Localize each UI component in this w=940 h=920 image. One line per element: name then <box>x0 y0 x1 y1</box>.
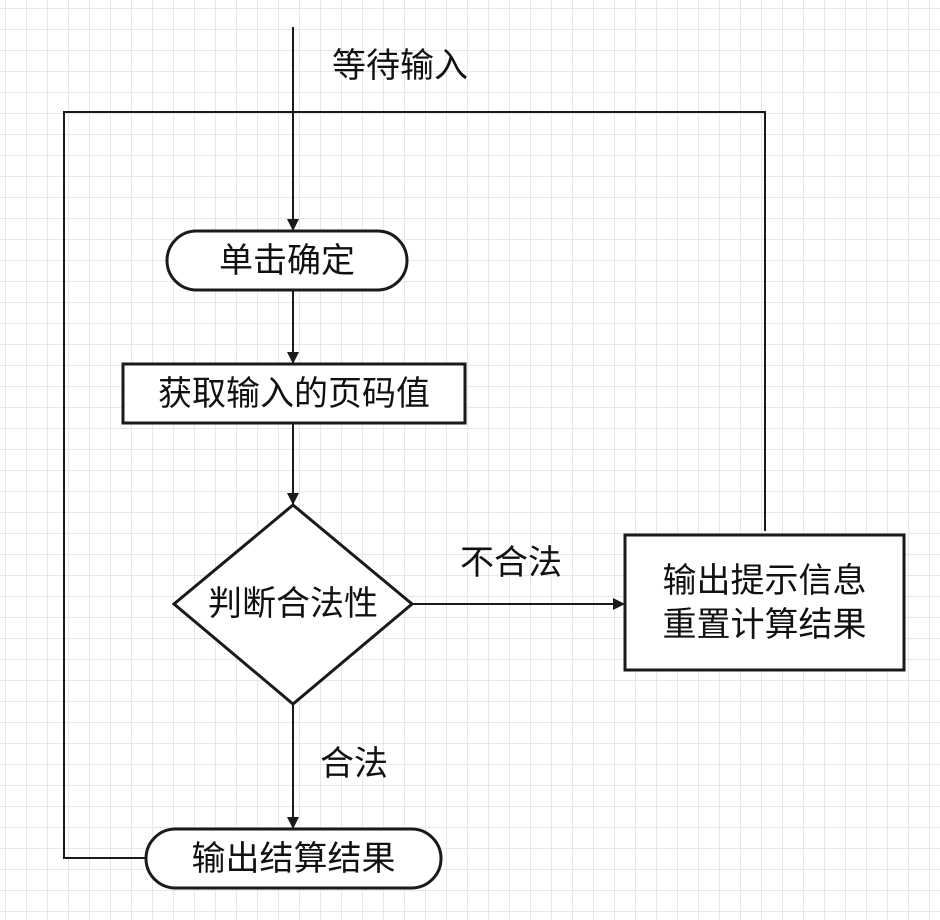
edge-label-valid: 合法 <box>320 744 388 784</box>
node-reset-shape <box>623 533 906 672</box>
node-output-result-shape <box>144 827 443 890</box>
node-check-validity-label: 判断合法性 <box>208 584 378 624</box>
node-click-confirm-shape <box>165 229 409 292</box>
node-check-validity-shape <box>171 503 415 706</box>
loop-connector-reset <box>63 111 766 859</box>
node-reset-line1: 输出提示信息 <box>662 560 867 601</box>
edge-label-start: 等待输入 <box>332 46 468 86</box>
node-get-page-value-label: 获取输入的页码值 <box>158 373 430 414</box>
node-output-result-label: 输出结算结果 <box>191 838 396 879</box>
node-reset-label: 输出提示信息 重置计算结果 <box>625 535 904 670</box>
node-reset-line2: 重置计算结果 <box>662 604 867 645</box>
edge-label-invalid: 不合法 <box>460 543 562 583</box>
node-get-page-value-shape <box>121 362 467 425</box>
node-click-confirm-label: 单击确定 <box>219 240 355 281</box>
